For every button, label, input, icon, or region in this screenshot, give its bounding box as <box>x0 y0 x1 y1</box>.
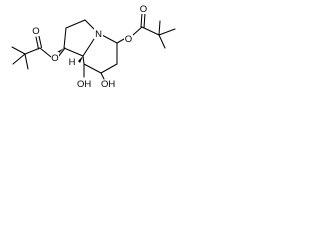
bond <box>24 53 29 70</box>
hydroxyl-2-label: OH <box>101 79 115 90</box>
right-carbonyl-oxygen-label: O <box>140 4 147 15</box>
double-bond <box>143 12 146 29</box>
left-carbonyl-oxygen-label: O <box>32 26 39 37</box>
bond <box>83 63 102 74</box>
double-bond <box>140 12 143 28</box>
stereo-wedge <box>78 56 83 63</box>
bond <box>116 38 125 44</box>
bond <box>12 53 26 65</box>
double-bond <box>38 35 43 49</box>
ring-nitrogen-label: N <box>95 29 102 40</box>
bond <box>158 28 176 36</box>
label-mask <box>32 25 40 36</box>
bond <box>100 63 118 74</box>
right-ester-oxygen-label: O <box>125 34 132 45</box>
bond <box>82 38 95 57</box>
bond <box>158 34 166 49</box>
right-pivalate-group <box>116 12 176 49</box>
bond <box>57 47 66 58</box>
six-membered-ring <box>82 34 118 74</box>
bond <box>158 20 161 36</box>
label-mask <box>51 52 59 63</box>
left-tert-butyl-group <box>11 35 66 70</box>
atom-labels: N O O O O OH OH H <box>32 3 148 90</box>
bond <box>82 55 85 65</box>
label-mask <box>139 3 148 14</box>
hydroxyl-1-label: OH <box>77 79 91 90</box>
bond <box>39 47 52 58</box>
double-bond <box>35 36 40 50</box>
label-mask <box>94 28 103 39</box>
label-mask <box>68 56 76 67</box>
bond <box>63 47 84 57</box>
left-ester-oxygen-label: O <box>51 53 58 64</box>
bond <box>63 27 67 49</box>
molecule-structure-diagram: N O O O O OH OH H <box>11 3 176 90</box>
bridgehead-hydrogen-label: H <box>69 57 76 68</box>
hydroxyl-bond <box>100 72 105 80</box>
bond <box>101 34 118 44</box>
label-mask <box>124 33 133 44</box>
five-membered-ring <box>63 19 98 57</box>
bond <box>65 19 86 29</box>
bond <box>141 26 160 36</box>
bond <box>132 26 143 36</box>
bond <box>11 46 26 55</box>
bond <box>24 47 41 55</box>
